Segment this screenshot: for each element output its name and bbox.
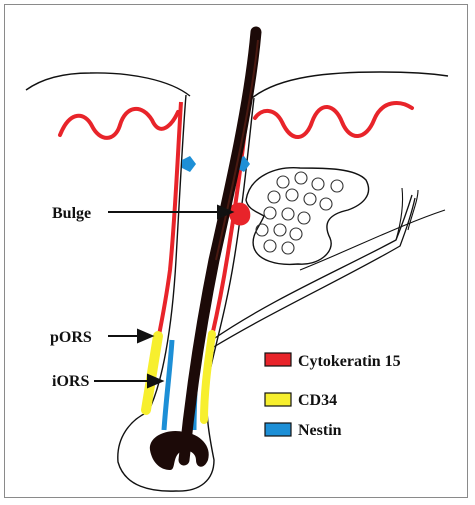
legend-label-cytokeratin15: Cytokeratin 15 <box>298 353 401 370</box>
pors-cd34-right <box>204 334 212 420</box>
epidermis-keratin-line-left <box>60 109 178 138</box>
legend-swatch-nestin <box>265 423 291 436</box>
legend: Cytokeratin 15 CD34 Nestin <box>265 353 401 439</box>
nestin-spot-left <box>182 156 196 172</box>
skin-surface-line <box>26 72 448 98</box>
legend-swatch-cytokeratin15 <box>265 353 291 366</box>
legend-label-cd34: CD34 <box>298 392 337 409</box>
bulge-label: Bulge <box>52 205 91 222</box>
iors-label: iORS <box>52 373 89 390</box>
legend-swatch-cd34 <box>265 393 291 406</box>
legend-label-nestin: Nestin <box>298 422 342 439</box>
bulge-marker <box>229 203 250 226</box>
pors-cd34-left <box>146 336 158 410</box>
epidermis-keratin-line-right <box>255 103 412 137</box>
hair-bulb <box>150 431 209 470</box>
pors-label: pORS <box>50 329 92 346</box>
